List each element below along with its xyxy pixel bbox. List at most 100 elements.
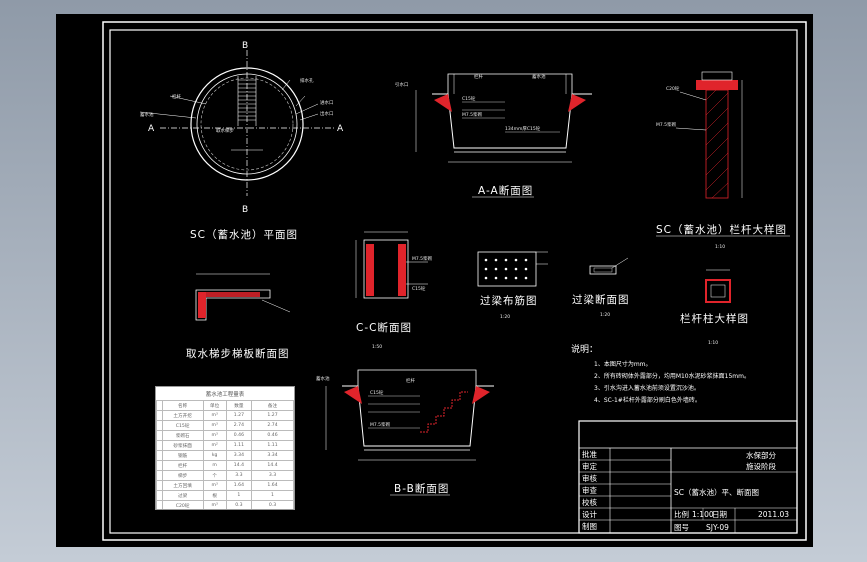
quantity-table-cell: 1.64 [225,480,253,491]
plan-section-b-bottom: B [242,205,248,215]
quantity-table-cell: 14.4 [251,460,294,471]
quantity-table-cell: m³ [202,410,227,421]
railing-label-1: C20砼 [666,85,680,92]
quantity-table-cell: 个 [202,470,227,481]
cc-label-1: M7.5浆砌 [412,255,433,262]
quantity-table-header: 备注 [251,400,294,411]
tb-role-2: 审定 [582,461,597,471]
beam-rebar-title: 过梁布筋图 [480,294,538,307]
aa-title: A-A断面图 [478,184,533,197]
section-aa-view: 栏杆 引水口 蓄水池 C15砼 M7.5浆砌 134mm厚C15砼 A-A断面图 [395,73,592,198]
post-detail-title: 栏杆柱大样图 [680,312,749,325]
aa-label-2: 引水口 [395,81,409,88]
tb-drawing-name: SC（蓄水池）平、断面图 [674,487,759,497]
quantity-table-cell: 0.3 [251,500,294,509]
tb-role-1: 批准 [582,449,597,459]
quantity-table-cell: 栏杆 [161,460,204,471]
aa-label-1: 栏杆 [474,73,483,80]
plan-label-3: 取水梯步 [216,127,234,134]
notes-item-2: 2、所有砖砌体外露部分，均用M10水泥砂浆抹面15mm。 [594,372,750,380]
tb-date: 2011.03 [758,510,789,519]
aa-label-3: 蓄水池 [532,73,546,80]
bb-title: B-B断面图 [394,482,449,495]
quantity-table-cell: 1.11 [225,440,253,451]
notes: 说明： 1、本图尺寸为mm。 2、所有砖砌体外露部分，均用M10水泥砂浆抹面15… [571,343,750,404]
railing-scale: 1:10 [715,244,725,250]
tb-drawing-no: SJY-09 [706,523,729,532]
quantity-table-cell: C20砼 [161,500,204,509]
quantity-table-cell: 3.34 [225,450,253,461]
tb-project-1: 水保部分 [746,450,776,460]
quantity-table-cell: m³ [202,480,227,491]
notes-item-1: 1、本图尺寸为mm。 [594,360,652,368]
beam-section-title: 过梁断面图 [572,293,630,306]
tb-scale-label: 比例 [674,509,689,519]
cc-scale: 1:50 [372,344,382,350]
quantity-table-cell: 1.27 [225,410,253,421]
cc-title: C-C断面图 [356,321,412,334]
plan-title: SC（蓄水池）平面图 [190,228,298,241]
bb-label-2: 蓄水池 [316,375,330,382]
steps-view: 取水梯步梯板断面图 [186,273,291,360]
beam-section-scale: 1:20 [600,312,610,318]
tb-role-3: 审核 [582,473,597,483]
plan-label-2: 蓄水池 [140,111,154,118]
quantity-table-cell: 浆砌石 [161,430,204,441]
section-bb-view: 栏杆 蓄水池 C15砼 M7.5浆砌 B-B断面图 [316,369,494,496]
inner-frame [109,29,798,534]
plan-section-b-top: B [242,41,248,51]
quantity-table-cell: 3.34 [251,450,294,461]
quantity-table-cell: 1 [225,490,253,501]
post-detail-scale: 1:10 [708,340,718,346]
beam-section-view: 过梁断面图 1:20 [572,257,630,318]
section-cc-view: M7.5浆砌 C15砼 C-C断面图 1:50 [355,231,433,350]
aa-label-5: M7.5浆砌 [462,111,483,118]
quantity-table-cell: 3.3 [251,470,294,481]
quantity-table-cell: kg [202,450,227,461]
aa-label-4: C15砼 [462,95,476,102]
quantity-table-cell: m³ [202,500,227,509]
post-detail-view: 栏杆柱大样图 1:10 [680,269,749,346]
plan-label-4: 排水孔 [300,77,314,84]
quantity-table-cell: 2.74 [251,420,294,431]
plan-label-5: 进水口 [320,99,334,106]
quantity-table-cell: 1 [251,490,294,501]
railing-label-2: M7.5浆砌 [656,121,677,128]
notes-heading: 说明： [571,343,598,355]
quantity-table-header: 单位 [202,400,227,411]
bb-label-3: C15砼 [370,389,384,396]
quantity-table-cell: m [202,460,227,471]
quantity-table-cell: 3.3 [225,470,253,481]
tb-role-5: 校核 [582,497,597,507]
plan-label-6: 出水口 [320,110,334,117]
notes-item-3: 3、引水沟进入蓄水池前须设置沉沙池。 [594,384,700,392]
quantity-table-cell: m² [202,440,227,451]
tb-role-7: 制图 [582,521,597,531]
aa-label-6: 134mm厚C15砼 [505,125,541,132]
tb-role-6: 设计 [582,509,597,519]
tb-project-2: 施设阶段 [746,461,776,471]
steps-title: 取水梯步梯板断面图 [186,347,290,360]
quantity-table-cell: 0.46 [251,430,294,441]
quantity-table-cell: 过梁 [161,490,204,501]
quantity-table-cell: 土方回填 [161,480,204,491]
quantity-table-cell: 14.4 [225,460,253,471]
quantity-table-cell: 1.27 [251,410,294,421]
railing-title: SC（蓄水池）栏杆大样图 [656,223,787,236]
quantity-table-cell: 1.11 [251,440,294,451]
quantity-table-cell: 根 [202,490,227,501]
plan-label-1: 栏杆 [172,93,181,100]
quantity-table-cell: 土方开挖 [161,410,204,421]
